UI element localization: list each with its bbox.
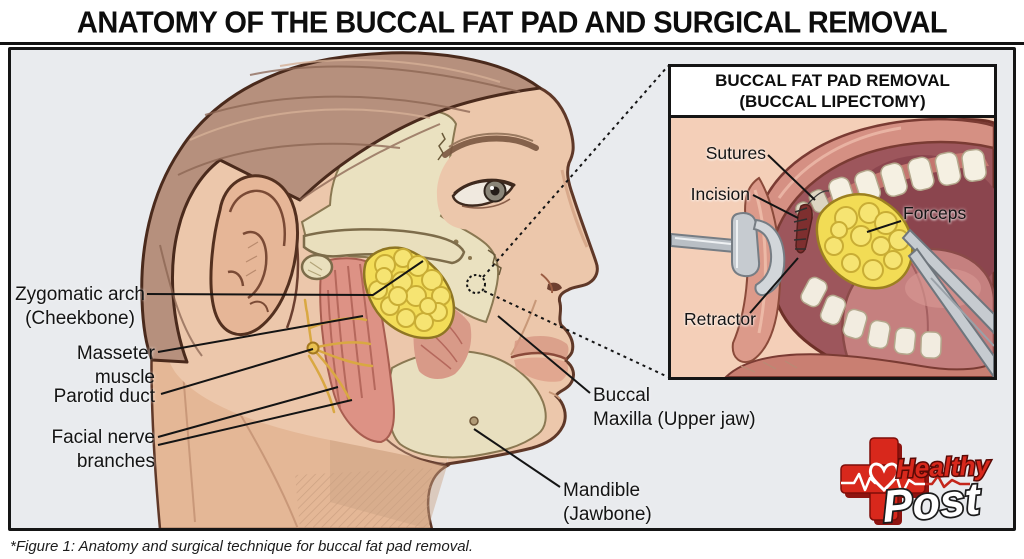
heart-icon bbox=[868, 462, 900, 493]
zygomatic-arch-shape bbox=[300, 228, 466, 281]
label-forceps: Forceps bbox=[903, 203, 967, 223]
logo-word-post: Post bbox=[880, 473, 984, 532]
logo-word-healthy: Healthy bbox=[895, 450, 991, 483]
retractor-shape bbox=[671, 212, 786, 297]
label-facial-nerve: Facial nerve branches bbox=[51, 427, 156, 472]
label-zygomatic-arch: Zygomatic arch (Cheekbone) bbox=[15, 284, 145, 329]
inset-panel: BUCCAL FAT PAD REMOVAL (BUCCAL LIPECTOMY… bbox=[668, 64, 997, 380]
hair-shape bbox=[140, 51, 542, 364]
inset-leader-lines bbox=[749, 154, 902, 314]
lower-teeth bbox=[800, 276, 942, 359]
forceps-shape bbox=[901, 228, 994, 377]
title-divider bbox=[0, 42, 1024, 45]
label-mandible: Mandible (Jawbone) bbox=[563, 480, 652, 525]
inset-title: BUCCAL FAT PAD REMOVAL (BUCCAL LIPECTOMY… bbox=[671, 67, 994, 118]
label-buccal-maxilla: Buccal Maxilla (Upper jaw) bbox=[593, 385, 756, 430]
label-parotid-duct: Parotid duct bbox=[53, 386, 155, 407]
inset-fat-pad-shape bbox=[815, 193, 914, 290]
figure-caption: *Figure 1: Anatomy and surgical techniqu… bbox=[10, 538, 474, 555]
incision-shape bbox=[793, 190, 830, 254]
connector-line-bottom bbox=[483, 290, 669, 378]
buccal-fat-pad-shape bbox=[363, 246, 456, 340]
upper-lip-shape bbox=[757, 118, 994, 236]
eye-region bbox=[436, 132, 553, 230]
parotid-duct-shape bbox=[306, 341, 320, 355]
label-retractor: Retractor bbox=[684, 309, 756, 329]
label-sutures: Sutures bbox=[705, 143, 766, 163]
connector-line-top bbox=[482, 65, 669, 278]
magnifier-circle bbox=[466, 65, 669, 378]
inset-illustration-area bbox=[671, 118, 994, 377]
healthy-post-logo: Healthy Post bbox=[840, 437, 993, 532]
face-profile-outline bbox=[445, 86, 599, 466]
leader-lines bbox=[146, 260, 591, 488]
mouth-surgery-illustration bbox=[671, 118, 994, 377]
medical-cross-icon bbox=[840, 437, 970, 525]
label-incision: Incision bbox=[690, 184, 750, 204]
label-masseter-muscle: Masseter muscle bbox=[76, 343, 155, 388]
page-title: ANATOMY OF THE BUCCAL FAT PAD AND SURGIC… bbox=[76, 6, 948, 40]
